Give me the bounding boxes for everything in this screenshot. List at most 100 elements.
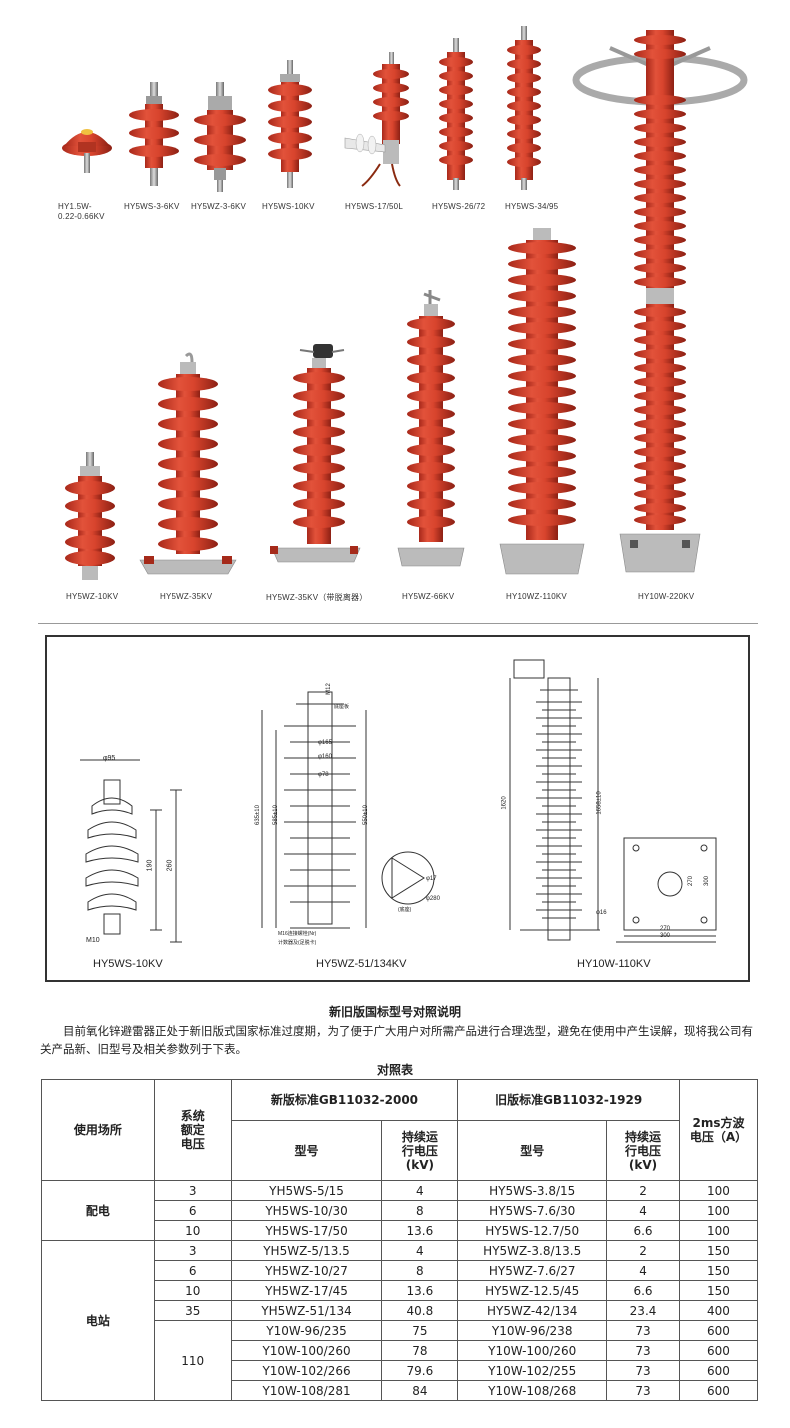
table-cell: HY5WZ-7.6/27 [457, 1260, 608, 1281]
table-cell: 2 [606, 1240, 680, 1261]
table-cell: 3 [153, 1180, 232, 1201]
caption-hy1-5w: HY1.5W- 0.22-0.66KV [58, 202, 105, 221]
table-cell: 13.6 [381, 1220, 459, 1241]
dim-d2-h1: 635±10 [254, 805, 261, 825]
drawing-caption-3: HY10W-110KV [577, 958, 651, 970]
table-cell: YH5WS-10/30 [230, 1200, 383, 1221]
table-cell: 110 [153, 1320, 232, 1401]
table-cell: 150 [678, 1260, 759, 1281]
table-cell: 2 [606, 1180, 680, 1201]
caption-hy5ws-10kv: HY5WS-10KV [262, 202, 315, 211]
table-cell: 73 [606, 1320, 680, 1341]
table-cell: 10 [153, 1220, 232, 1241]
header-new-model: 型号 [230, 1120, 383, 1181]
table-cell: Y10W-100/260 [230, 1340, 383, 1361]
drawing-hy5wz-51-134kv [261, 691, 435, 929]
table-cell: 3 [153, 1240, 232, 1261]
caption-hy5wz-66kv: HY5WZ-66KV [402, 592, 455, 601]
arrester-hy5wz-66kv-image [397, 290, 465, 567]
table-cell: YH5WZ-5/13.5 [230, 1240, 383, 1261]
table-cell: 600 [678, 1340, 759, 1361]
table-cell: 78 [381, 1340, 459, 1361]
caption-hy5ws-34-95: HY5WS-34/95 [505, 202, 559, 211]
arrester-hy5ws-3-6kv-image [129, 82, 179, 186]
table-cell: 150 [678, 1240, 759, 1261]
table-cell: Y10W-96/238 [457, 1320, 608, 1341]
dim-d3-w3: 270 [660, 926, 671, 932]
table-cell: Y10W-102/266 [230, 1360, 383, 1381]
caption-hy5wz-35kv: HY5WZ-35KV [160, 592, 213, 601]
table-cell: 84 [381, 1380, 459, 1401]
drawing-hy10w-110kv [509, 659, 717, 943]
table-cell: Y10W-96/235 [230, 1320, 383, 1341]
dim-d2-r1: φ17 [426, 876, 437, 882]
product-photos [62, 26, 748, 580]
dim-d2-t2: φ160 [318, 754, 332, 760]
drawing-caption-2: HY5WZ-51/134KV [316, 958, 407, 970]
table-cell: 23.4 [606, 1300, 680, 1321]
table-cell: HY5WS-7.6/30 [457, 1200, 608, 1221]
dim-d3-w4: 300 [660, 933, 671, 939]
drawing-hy5ws-10kv [80, 759, 182, 943]
dim-d1-bottom: M10 [86, 937, 100, 944]
table-cell: 100 [678, 1180, 759, 1201]
dim-d2-h3: 550±10 [362, 805, 369, 825]
table-cell: YH5WZ-51/134 [230, 1300, 383, 1321]
table-cell: 40.8 [381, 1300, 459, 1321]
usage-power-station: 电站 [41, 1240, 155, 1401]
dim-d2-r3: (底座) [398, 907, 412, 913]
table-cell: 400 [678, 1300, 759, 1321]
table-cell: HY5WS-12.7/50 [457, 1220, 608, 1241]
technical-drawings [80, 659, 717, 943]
dim-d3-w1: 270 [688, 875, 695, 887]
table-cell: 75 [381, 1320, 459, 1341]
dim-d2-t1: φ165 [318, 740, 332, 746]
caption-hy5wz-3-6kv: HY5WZ-3-6KV [191, 202, 247, 211]
table-cell: 13.6 [381, 1280, 459, 1301]
table-cell: 6.6 [606, 1220, 680, 1241]
header-old-continuous: 持续运 行电压 (kV) [606, 1120, 680, 1181]
table-cell: Y10W-102/255 [457, 1360, 608, 1381]
dim-d2-top: M12 [325, 683, 332, 695]
table-cell: 6 [153, 1260, 232, 1281]
arrester-hy5ws-17-50l-image [344, 52, 409, 187]
table-cell: 6 [153, 1200, 232, 1221]
header-new-standard: 新版标准GB11032-2000 [230, 1079, 459, 1121]
table-cell: 35 [153, 1300, 232, 1321]
caption-hy5wz-10kv: HY5WZ-10KV [66, 592, 119, 601]
arrester-hy5wz-35kv-image [139, 352, 237, 575]
intro-paragraph: 目前氧化锌避雷器正处于新旧版式国家标准过度期，为了便于广大用户对所需产品进行合理… [40, 1024, 753, 1056]
drawing-caption-1: HY5WS-10KV [93, 958, 163, 970]
table-cell: 8 [381, 1200, 459, 1221]
arrester-hy5ws-26-72-image [439, 38, 473, 190]
table-cell: HY5WZ-3.8/13.5 [457, 1240, 608, 1261]
table-cell: 73 [606, 1380, 680, 1401]
table-cell: 4 [381, 1180, 459, 1201]
arrester-hy5wz-35kv-disconnector-image [270, 344, 361, 563]
table-cell: Y10W-108/268 [457, 1380, 608, 1401]
table-cell: YH5WS-17/50 [230, 1220, 383, 1241]
caption-hy5ws-17-50l: HY5WS-17/50L [345, 202, 403, 211]
table-cell: 600 [678, 1360, 759, 1381]
header-old-standard: 旧版标准GB11032-1929 [457, 1079, 680, 1121]
dim-d3-h2: 1658±10 [596, 791, 603, 815]
dim-d3-w2: 300 [704, 875, 711, 887]
table-cell: 73 [606, 1360, 680, 1381]
table-cell: HY5WS-3.8/15 [457, 1180, 608, 1201]
table-cell: 79.6 [381, 1360, 459, 1381]
usage-distribution: 配电 [41, 1180, 155, 1241]
table-cell: 100 [678, 1200, 759, 1221]
dim-d2-t3: φ78 [318, 772, 329, 778]
dim-d2-r2: φ280 [426, 896, 440, 902]
drawings-frame [45, 635, 750, 982]
arrester-hy5wz-3-6kv-image [194, 82, 246, 192]
caption-hy5wz-35kv-disconnector: HY5WZ-35KV（带脱离器） [266, 593, 368, 602]
section-title: 新旧版国标型号对照说明 [328, 1005, 461, 1019]
header-voltage: 系统 额定 电压 [153, 1079, 232, 1181]
table-cell: 10 [153, 1280, 232, 1301]
table-cell: HY5WZ-42/134 [457, 1300, 608, 1321]
dim-d1-h1: 190 [146, 859, 154, 872]
arrester-hy10wz-110kv-image [499, 228, 585, 575]
dim-d2-n1: M16连接螺栓(Nr) [278, 931, 317, 937]
header-old-model: 型号 [457, 1120, 608, 1181]
